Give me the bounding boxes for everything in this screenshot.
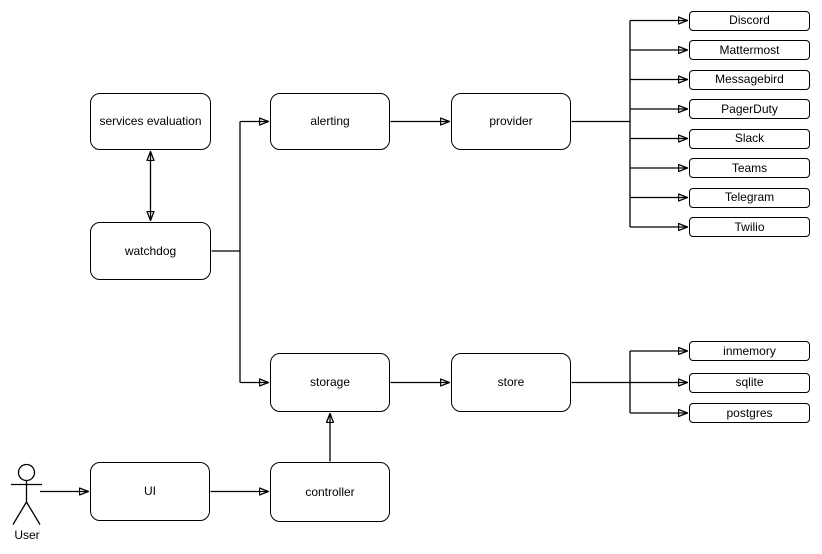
store-target-label: sqlite — [735, 375, 764, 390]
actor-head — [17, 463, 36, 482]
node-provider[interactable]: provider — [451, 93, 571, 150]
node-controller[interactable]: controller — [270, 462, 390, 522]
node-store-label: store — [497, 375, 525, 390]
user-actor-icon[interactable] — [11, 463, 42, 525]
node-storage-label: storage — [309, 375, 351, 390]
node-services-evaluation[interactable]: services evaluation — [90, 93, 211, 150]
node-provider-target-teams[interactable]: Teams — [689, 158, 810, 178]
node-provider-target-slack[interactable]: Slack — [689, 128, 810, 149]
provider-target-label: Telegram — [724, 190, 775, 205]
provider-target-label: Discord — [729, 13, 770, 28]
actor-left-leg — [12, 501, 28, 525]
node-store-target-sqlite[interactable]: sqlite — [689, 372, 810, 393]
node-provider-target-twilio[interactable]: Twilio — [689, 217, 810, 237]
node-watchdog[interactable]: watchdog — [90, 222, 211, 280]
node-controller-label: controller — [305, 484, 355, 499]
provider-target-label: Slack — [734, 131, 765, 146]
provider-target-label: PagerDuty — [721, 101, 778, 116]
node-provider-target-telegram[interactable]: Telegram — [689, 187, 810, 208]
node-store-target-postgres[interactable]: postgres — [689, 403, 810, 423]
provider-target-label: Twilio — [734, 219, 765, 234]
node-alerting[interactable]: alerting — [270, 93, 390, 150]
actor-right-leg — [25, 501, 41, 525]
store-target-label: postgres — [726, 405, 773, 420]
node-storage[interactable]: storage — [270, 353, 390, 412]
node-ui-label: UI — [144, 484, 156, 499]
provider-target-label: Teams — [731, 160, 768, 175]
node-watchdog-label: watchdog — [124, 243, 177, 258]
node-alerting-label: alerting — [310, 114, 350, 129]
provider-target-label: Mattermost — [719, 42, 780, 57]
node-store[interactable]: store — [451, 353, 571, 412]
node-provider-target-pagerduty[interactable]: PagerDuty — [689, 99, 810, 119]
node-provider-target-discord[interactable]: Discord — [689, 10, 810, 31]
node-provider-target-mattermost[interactable]: Mattermost — [689, 40, 810, 60]
node-store-target-inmemory[interactable]: inmemory — [689, 341, 810, 361]
node-provider-label: provider — [489, 114, 533, 129]
node-provider-target-messagebird[interactable]: Messagebird — [689, 69, 810, 90]
store-target-label: inmemory — [723, 343, 776, 358]
user-actor-label: User — [14, 528, 40, 542]
node-ui[interactable]: UI — [90, 462, 210, 521]
provider-target-label: Messagebird — [715, 72, 784, 87]
node-services-evaluation-label: services evaluation — [99, 114, 202, 129]
